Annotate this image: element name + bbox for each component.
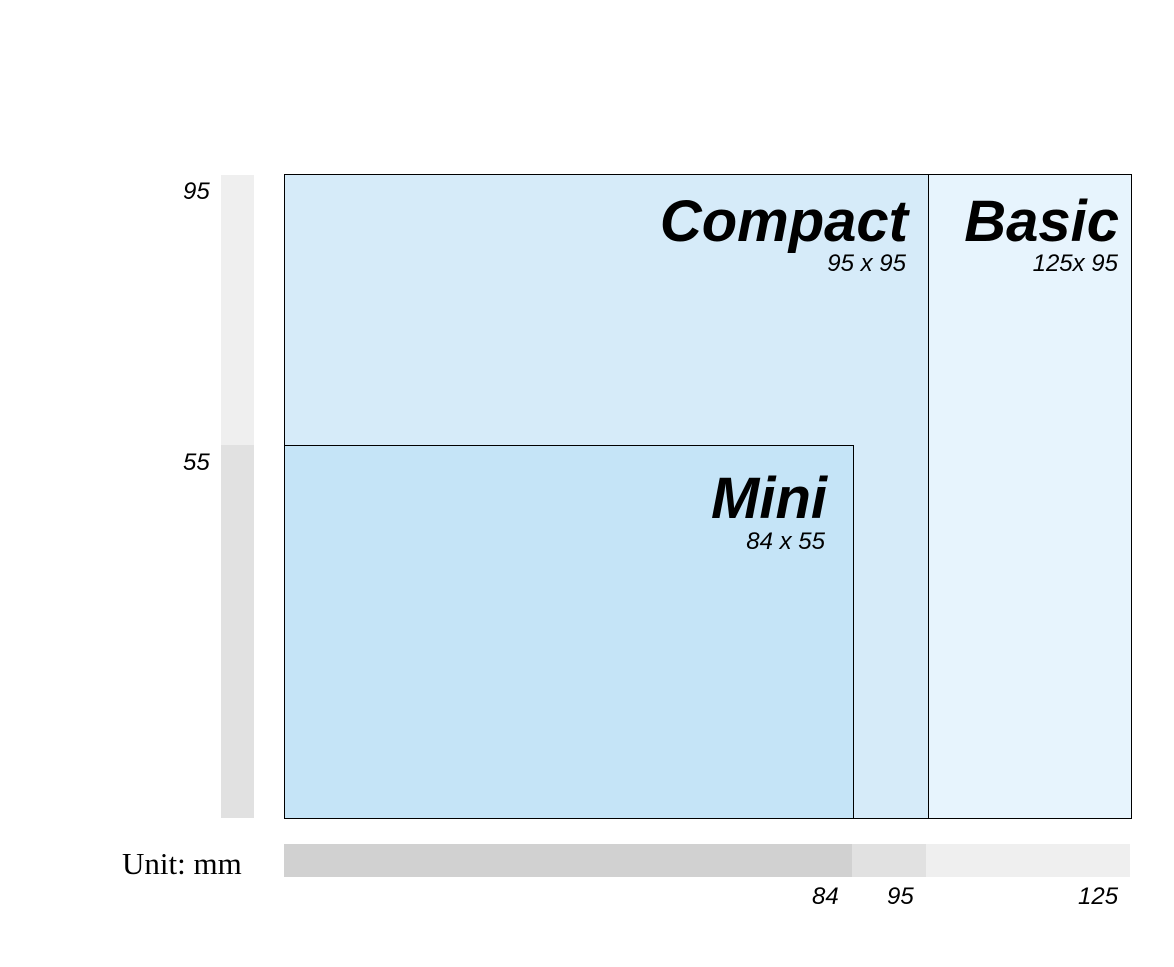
horizontal-scale-bar-84-95 <box>852 844 926 877</box>
mini-format-box: Mini 84 x 55 <box>284 445 854 819</box>
vertical-scale-bar-upper <box>221 175 254 445</box>
mini-title: Mini <box>711 466 827 531</box>
x-tick-84: 84 <box>812 883 839 910</box>
unit-label: Unit: mm <box>122 846 242 881</box>
vertical-scale-bar-lower <box>221 445 254 818</box>
horizontal-scale-bar-95-125 <box>926 844 1130 877</box>
compact-title: Compact <box>659 189 908 254</box>
horizontal-scale-bar-0-84 <box>284 844 852 877</box>
x-tick-125: 125 <box>1078 883 1119 910</box>
basic-dimensions: 125x 95 <box>1032 250 1118 277</box>
mini-dimensions: 84 x 55 <box>746 528 825 555</box>
y-tick-95: 95 <box>183 178 210 205</box>
compact-dimensions: 95 x 95 <box>827 250 906 277</box>
x-tick-95: 95 <box>887 883 914 910</box>
basic-title: Basic <box>964 189 1119 254</box>
y-tick-55: 55 <box>183 449 210 476</box>
